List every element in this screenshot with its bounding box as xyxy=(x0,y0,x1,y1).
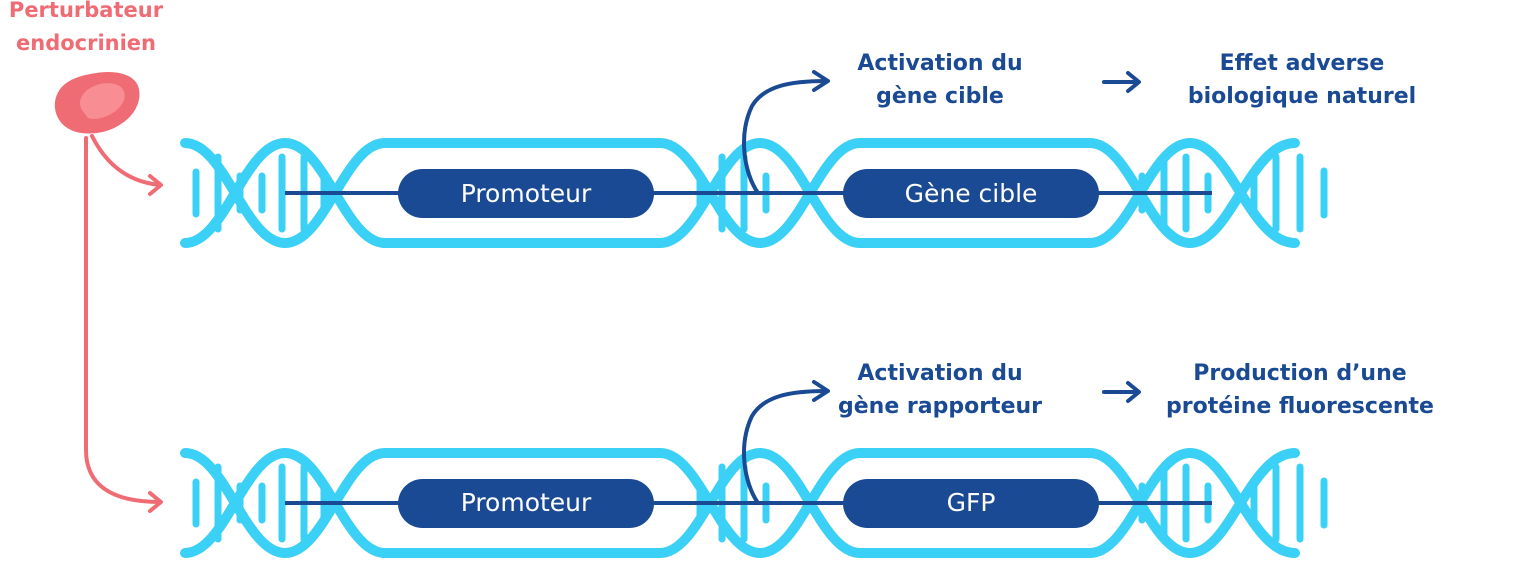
disruptor-label-line2: endocrinien xyxy=(16,31,156,55)
right-arrowhead xyxy=(1126,71,1141,93)
activation-arrowhead xyxy=(812,70,830,92)
disruptor-highlight xyxy=(80,83,125,119)
gene-box xyxy=(843,169,1099,218)
gene-label-row1: Gène cible xyxy=(904,179,1038,208)
activation-arrow xyxy=(742,389,828,505)
dna-row-1 xyxy=(180,70,1328,249)
helix-strand-a xyxy=(180,448,1300,559)
effect-line1-row2: Production d’une xyxy=(1193,361,1407,386)
effect-label-row1: Effet adverse biologique naturel xyxy=(1160,47,1444,113)
helix-strand-b xyxy=(180,137,1300,248)
disruptor-label-line1: Perturbateur xyxy=(8,0,164,22)
disruptor-arrow-1 xyxy=(90,134,162,187)
promoter-box xyxy=(398,479,654,528)
activation-line1-row2: Activation du xyxy=(857,361,1023,386)
effect-label-row2: Production d’une protéine fluorescente xyxy=(1140,357,1460,423)
effect-line2-row2: protéine fluorescente xyxy=(1166,394,1434,419)
effect-line1-row1: Effet adverse xyxy=(1219,51,1385,76)
gene-label-row2: GFP xyxy=(946,488,996,517)
promoter-label-row2: Promoteur xyxy=(460,488,592,517)
right-arrowhead xyxy=(1126,381,1141,403)
disruptor-arrowhead-1 xyxy=(148,174,163,196)
dna-row-2 xyxy=(180,380,1328,559)
activation-arrow xyxy=(742,79,828,195)
activation-arrowhead xyxy=(812,380,830,402)
gene-box xyxy=(843,479,1099,528)
activation-label-row1: Activation du gène cible xyxy=(820,47,1060,113)
activation-line1-row1: Activation du xyxy=(857,51,1023,76)
helix-strand-b xyxy=(180,447,1300,558)
promoter-box xyxy=(398,169,654,218)
helix-strand-a xyxy=(180,138,1300,249)
activation-line2-row2: gène rapporteur xyxy=(837,394,1042,419)
disruptor-arrowhead-2 xyxy=(148,491,163,513)
disruptor-arrow-2 xyxy=(84,136,162,504)
activation-label-row2: Activation du gène rapporteur xyxy=(820,357,1060,423)
promoter-label-row1: Promoteur xyxy=(460,179,592,208)
activation-line2-row1: gène cible xyxy=(876,84,1004,109)
disruptor-group xyxy=(54,72,163,513)
effect-line2-row1: biologique naturel xyxy=(1187,84,1417,109)
disruptor-label: Perturbateur endocrinien xyxy=(0,0,186,60)
